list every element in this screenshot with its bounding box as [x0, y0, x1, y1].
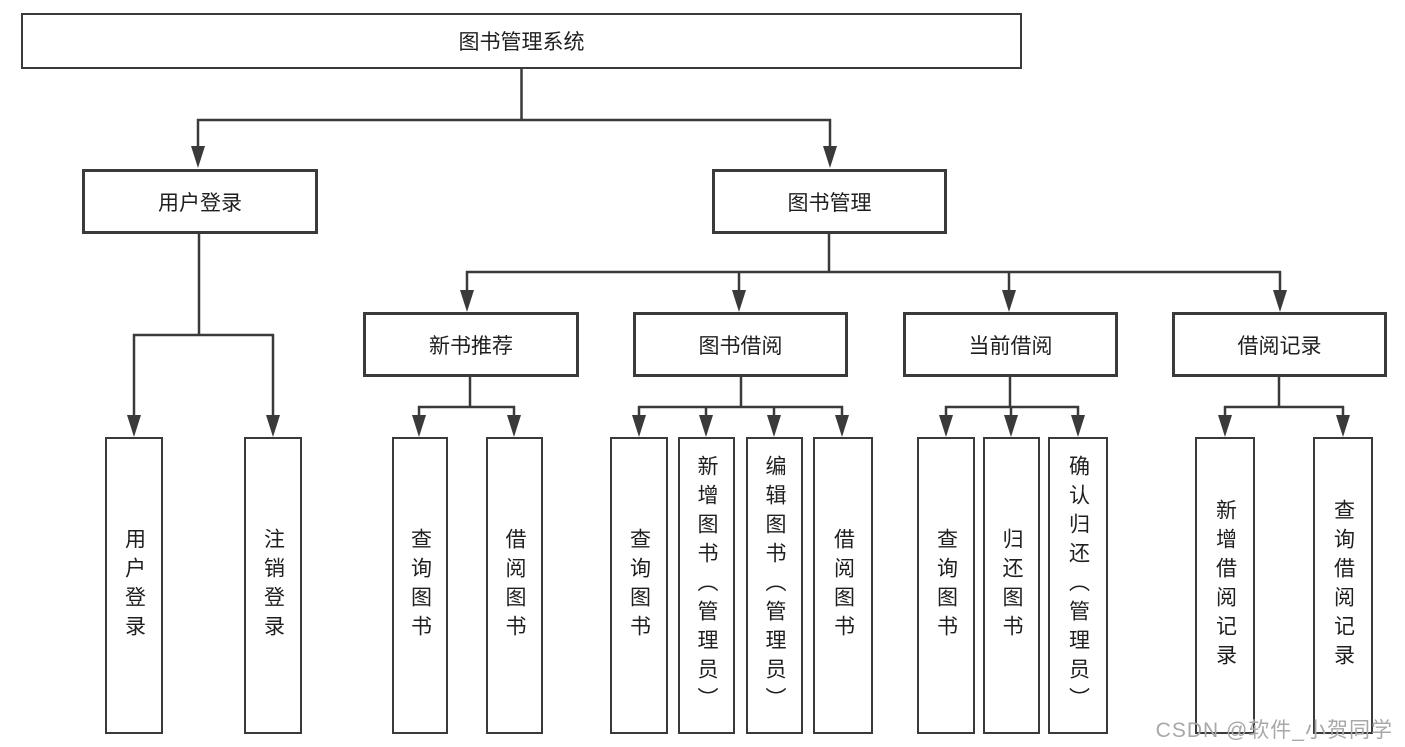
node-borrow-records: 借阅记录: [1172, 312, 1387, 377]
leaf-label: 编辑图书（管理员）: [763, 455, 786, 716]
leaf-label: 注销登录: [261, 527, 285, 644]
leaf-label: 归还图书: [1000, 527, 1023, 644]
node-current-borrow: 当前借阅: [903, 312, 1118, 377]
leaf-label: 新增图书（管理员）: [695, 455, 718, 716]
leaf-query-borrow-record: 查询借阅记录: [1313, 437, 1373, 734]
node-root-system: 图书管理系统: [21, 13, 1022, 69]
node-label: 图书管理: [787, 191, 872, 215]
leaf-query-books: 查询图书: [610, 437, 668, 734]
leaf-query-books: 查询图书: [917, 437, 975, 734]
leaf-add-borrow-record: 新增借阅记录: [1195, 437, 1255, 734]
leaf-user-login: 用户登录: [105, 437, 163, 734]
node-label: 新书推荐: [429, 334, 513, 358]
leaf-borrow-books: 借阅图书: [813, 437, 873, 734]
node-label: 图书借阅: [698, 334, 783, 358]
node-label: 用户登录: [158, 191, 242, 215]
node-label: 借阅记录: [1237, 334, 1322, 358]
node-new-book-recommend: 新书推荐: [363, 312, 579, 377]
leaf-query-books: 查询图书: [392, 437, 448, 734]
leaf-label: 借阅图书: [831, 527, 855, 644]
leaf-add-books-admin: 新增图书（管理员）: [678, 437, 735, 734]
node-book-management: 图书管理: [712, 169, 947, 234]
node-book-borrow: 图书借阅: [633, 312, 848, 377]
leaf-label: 新增借阅记录: [1213, 498, 1237, 673]
leaf-label: 查询图书: [934, 527, 958, 644]
node-root-label: 图书管理系统: [458, 31, 585, 54]
leaf-label: 确认归还（管理员）: [1066, 455, 1090, 716]
node-user-login: 用户登录: [82, 169, 318, 234]
leaf-confirm-return-admin: 确认归还（管理员）: [1048, 437, 1108, 734]
leaf-label: 用户登录: [122, 527, 146, 644]
leaf-label: 查询图书: [627, 527, 651, 644]
leaf-edit-books-admin: 编辑图书（管理员）: [746, 437, 803, 734]
leaf-label: 查询图书: [408, 527, 432, 644]
leaf-label: 查询借阅记录: [1331, 498, 1355, 673]
csdn-watermark: CSDN @软件_小贺同学: [1155, 719, 1393, 742]
leaf-label: 借阅图书: [503, 527, 526, 644]
leaf-return-books: 归还图书: [983, 437, 1040, 734]
leaf-borrow-books: 借阅图书: [486, 437, 543, 734]
leaf-logout: 注销登录: [244, 437, 302, 734]
node-label: 当前借阅: [968, 334, 1053, 358]
